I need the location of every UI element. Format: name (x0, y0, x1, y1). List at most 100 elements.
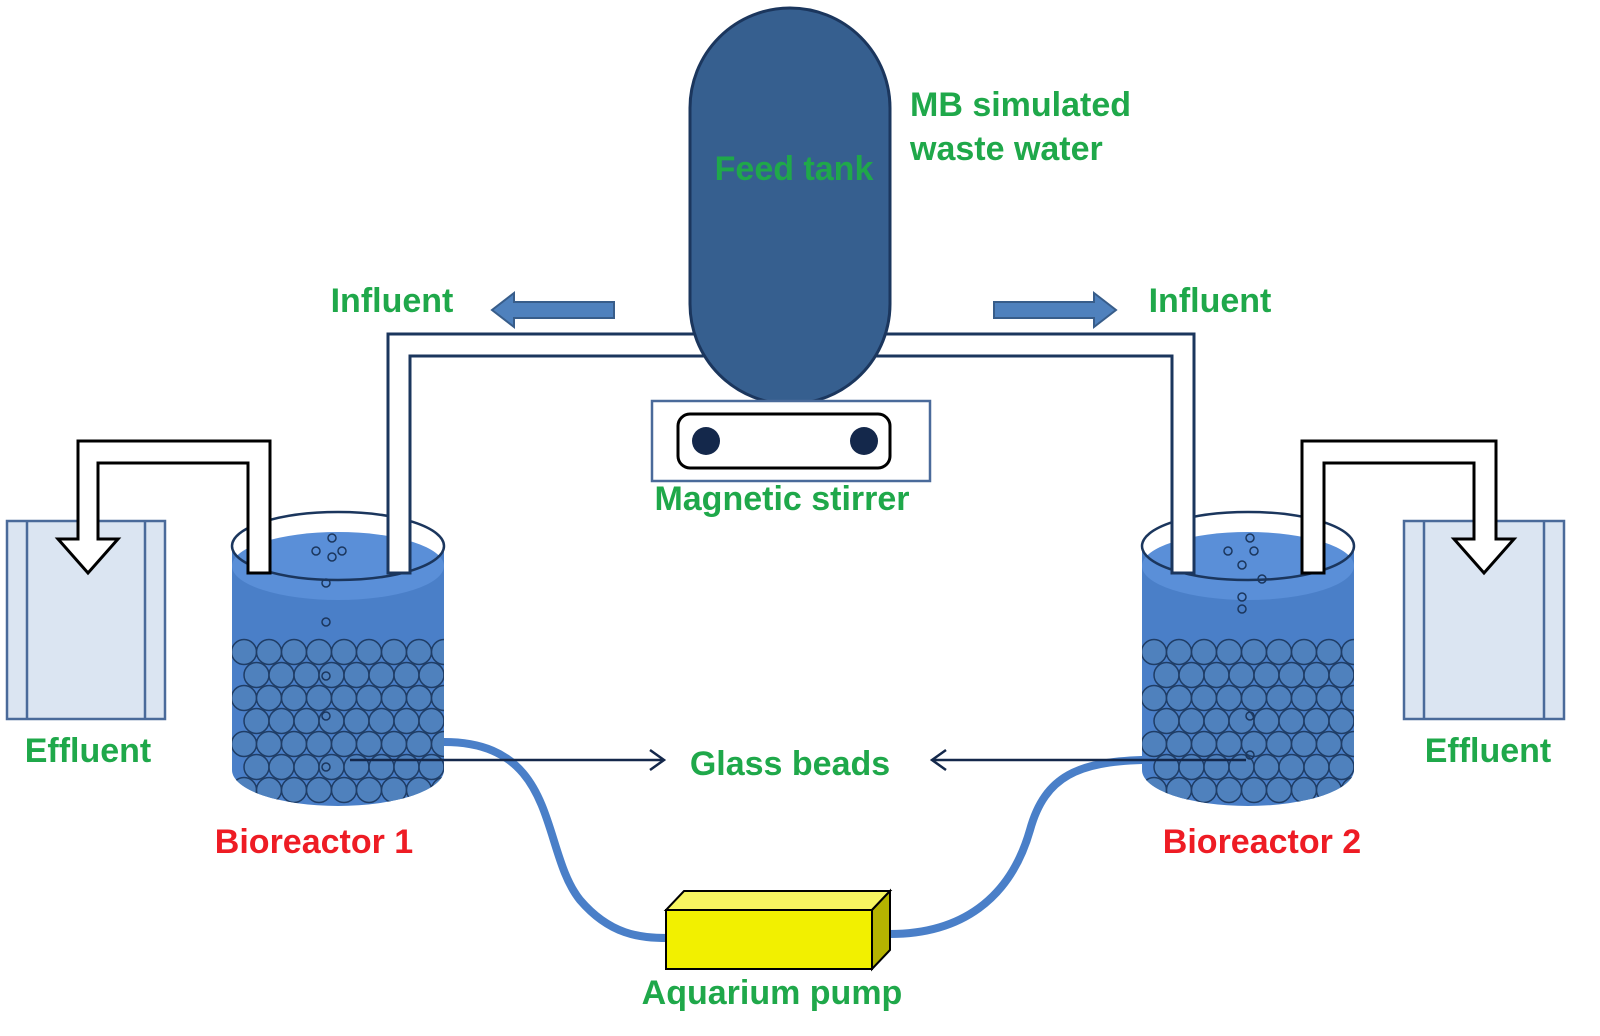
effluent-label-right: Effluent (1425, 732, 1552, 770)
glass-bead (1340, 684, 1354, 712)
glass-bead (1340, 776, 1354, 804)
glass-bead (1215, 684, 1243, 712)
air-bubble (1245, 533, 1255, 543)
glass-bead (393, 753, 420, 781)
glass-bead (1165, 776, 1193, 804)
glass-bead (330, 638, 358, 666)
glass-bead (1278, 661, 1305, 689)
glass-bead (1165, 730, 1193, 758)
glass-bead (1315, 776, 1343, 804)
glass-bead (1215, 638, 1243, 666)
glass-bead (255, 776, 283, 804)
glass-bead (405, 684, 433, 712)
glass-bead (1165, 684, 1193, 712)
glass-bead (430, 684, 444, 712)
glass-bead (1153, 661, 1180, 689)
glass-bead (1142, 684, 1168, 712)
glass-bead (1353, 661, 1354, 689)
glass-bead (1328, 661, 1354, 689)
glass-bead (1303, 753, 1330, 781)
glass-bead (1328, 707, 1354, 735)
effluent-pipe-right (1300, 439, 1518, 576)
glass-bead (1203, 753, 1230, 781)
glass-bead (443, 707, 444, 735)
glass-bead (418, 707, 444, 735)
glass-bead (268, 753, 295, 781)
glass-bead (443, 661, 444, 689)
influent-arrow-right (993, 290, 1118, 330)
glass-bead (368, 707, 395, 735)
glass-bead (293, 707, 320, 735)
glass-bead (305, 638, 333, 666)
glass-bead (280, 638, 308, 666)
glass-bead (1303, 661, 1330, 689)
glass-bead (1178, 753, 1205, 781)
glass-bead (1203, 661, 1230, 689)
glass-bead (1265, 776, 1293, 804)
glass-bead (1278, 753, 1305, 781)
glass-bead (330, 730, 358, 758)
glass-bead (243, 707, 270, 735)
glass-bead (430, 638, 444, 666)
glass-bead (293, 661, 320, 689)
glass-bead (1178, 707, 1205, 735)
glass-bead (443, 753, 444, 781)
air-bubble (327, 552, 337, 562)
magnetic-stirrer-label: Magnetic stirrer (654, 480, 909, 518)
feed-tank-label: Feed tank (715, 150, 874, 188)
glass-bead (380, 776, 408, 804)
influent-arrow-left (490, 290, 615, 330)
air-bubble (1237, 604, 1247, 614)
glass-bead (380, 638, 408, 666)
glass-bead (1228, 661, 1255, 689)
air-bubble (1223, 546, 1233, 556)
air-bubble (321, 711, 331, 721)
glass-bead (243, 753, 270, 781)
glass-bead (268, 661, 295, 689)
feed-tank-icon (688, 6, 892, 406)
glass-bead (1142, 776, 1168, 804)
glass-bead (1290, 776, 1318, 804)
air-bubbles-1 (311, 533, 347, 772)
glass-bead (1190, 684, 1218, 712)
glass-bead (1153, 707, 1180, 735)
glass-bead (405, 776, 433, 804)
glass-bead (380, 730, 408, 758)
glass-bead (1142, 730, 1168, 758)
influent-label-left: Influent (331, 282, 454, 320)
glass-bead (318, 707, 345, 735)
glass-bead (330, 684, 358, 712)
glass-bead (1215, 730, 1243, 758)
air-bubble (337, 546, 347, 556)
glass-bead (330, 776, 358, 804)
glass-bead (243, 661, 270, 689)
glass-bead (1278, 707, 1305, 735)
glass-bead (1253, 707, 1280, 735)
aquarium-pump-icon (663, 888, 893, 972)
glass-bead (1240, 638, 1268, 666)
glass-bead (293, 753, 320, 781)
glass-bead (1240, 684, 1268, 712)
glass-bead (393, 707, 420, 735)
air-bubble (321, 762, 331, 772)
glass-bead (405, 638, 433, 666)
bioreactor-1 (230, 510, 446, 806)
air-bubble (1237, 560, 1247, 570)
effluent-label-left: Effluent (25, 732, 152, 770)
glass-bead (355, 730, 383, 758)
glass-bead (1353, 707, 1354, 735)
glass-bead (343, 753, 370, 781)
glass-bead (1315, 684, 1343, 712)
glass-bead (255, 730, 283, 758)
bioreactor-2 (1140, 510, 1356, 806)
air-bubble (1237, 592, 1247, 602)
glass-bead (255, 684, 283, 712)
glass-bead (268, 707, 295, 735)
mb-simulated-label: MB simulated (910, 86, 1131, 124)
glass-bead (280, 730, 308, 758)
glass-bead (405, 730, 433, 758)
glass-beads-label: Glass beads (690, 745, 890, 783)
waste-water-label: waste water (909, 130, 1103, 168)
glass-beads-pointer-left (350, 748, 667, 772)
bioreactor-2-label: Bioreactor 2 (1163, 823, 1361, 861)
